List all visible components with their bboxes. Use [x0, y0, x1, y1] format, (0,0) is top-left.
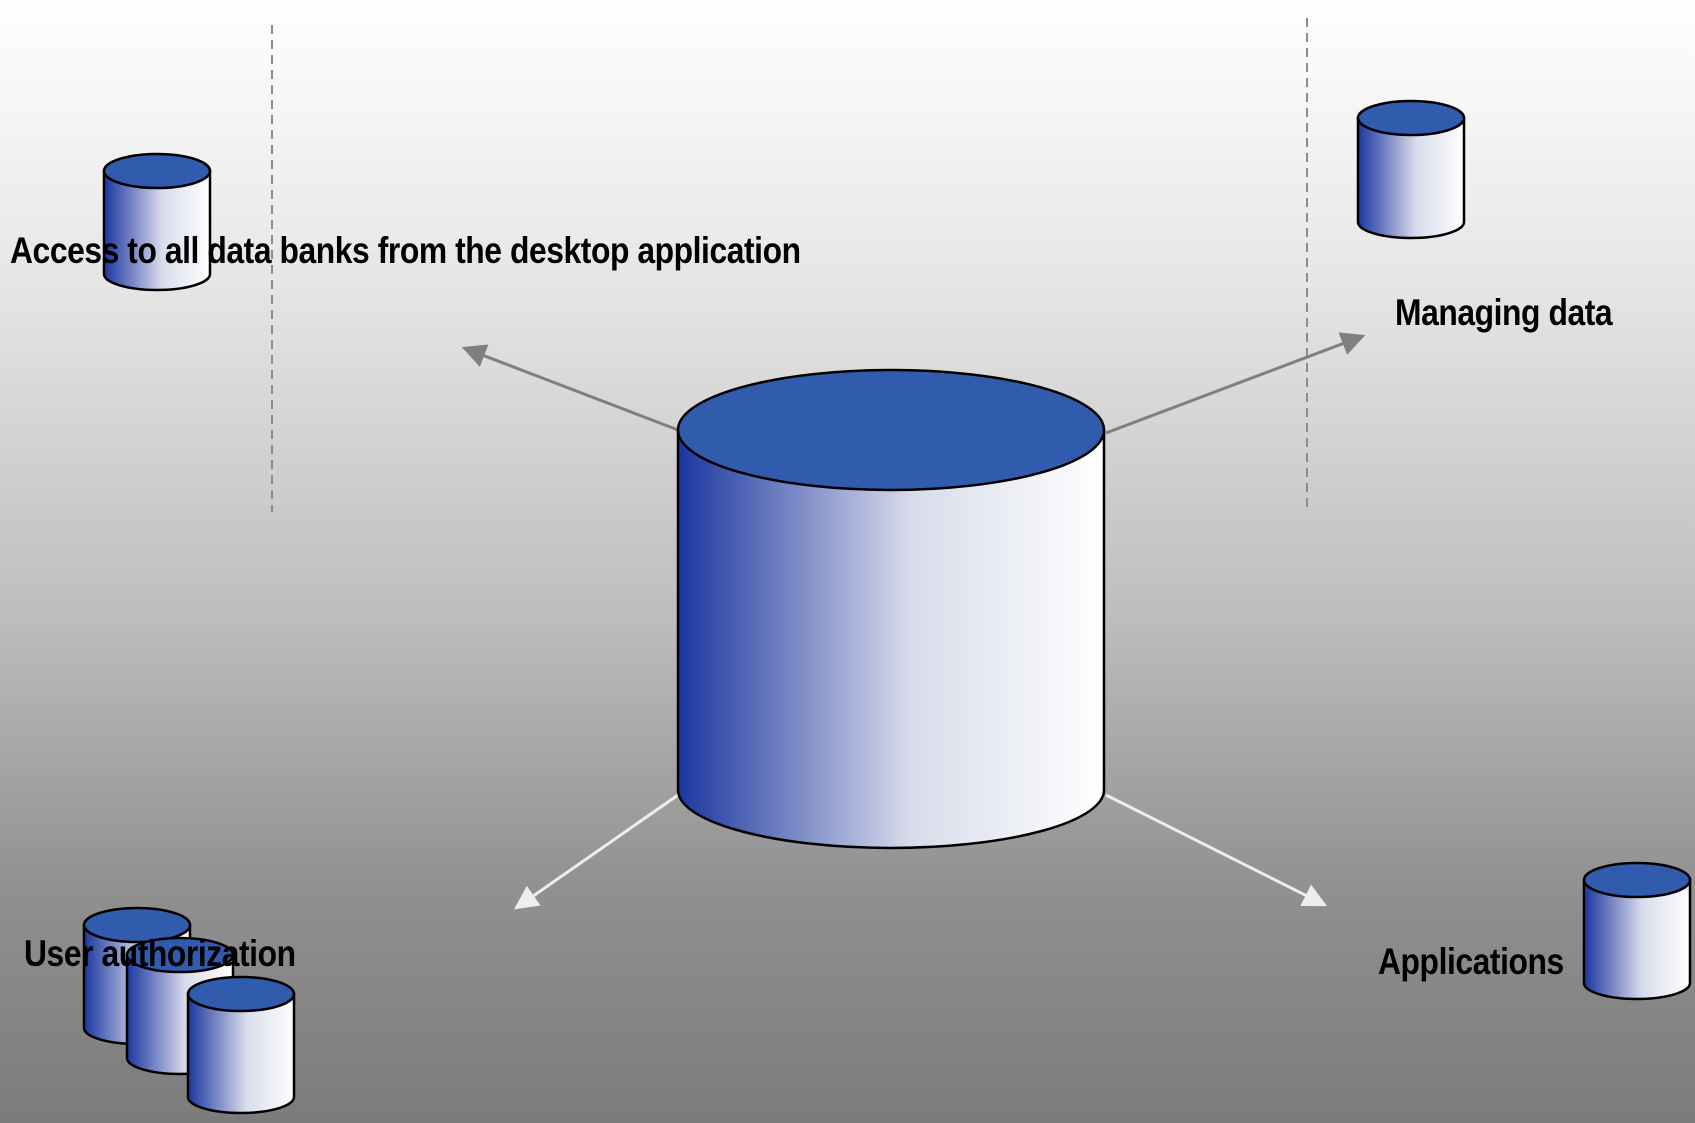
user-authorization-label: User authorization	[24, 933, 296, 974]
access-label: Access to all data banks from the deskto…	[10, 230, 801, 271]
access-database-icon	[102, 152, 212, 292]
managing-data-label: Managing data	[1395, 292, 1613, 333]
stack-database-front-icon	[186, 975, 296, 1115]
arrow-to-access	[461, 344, 679, 432]
managing-data-database-icon	[1356, 99, 1466, 240]
central-database-icon	[676, 368, 1106, 850]
arrow-to-user-authorization	[514, 793, 679, 910]
applications-database-icon	[1582, 861, 1692, 1001]
applications-label: Applications	[1378, 941, 1564, 982]
arrow-to-managing-data	[1105, 332, 1366, 435]
user-authorization-databases-icon	[82, 906, 296, 1115]
arrow-to-applications	[1105, 793, 1328, 907]
